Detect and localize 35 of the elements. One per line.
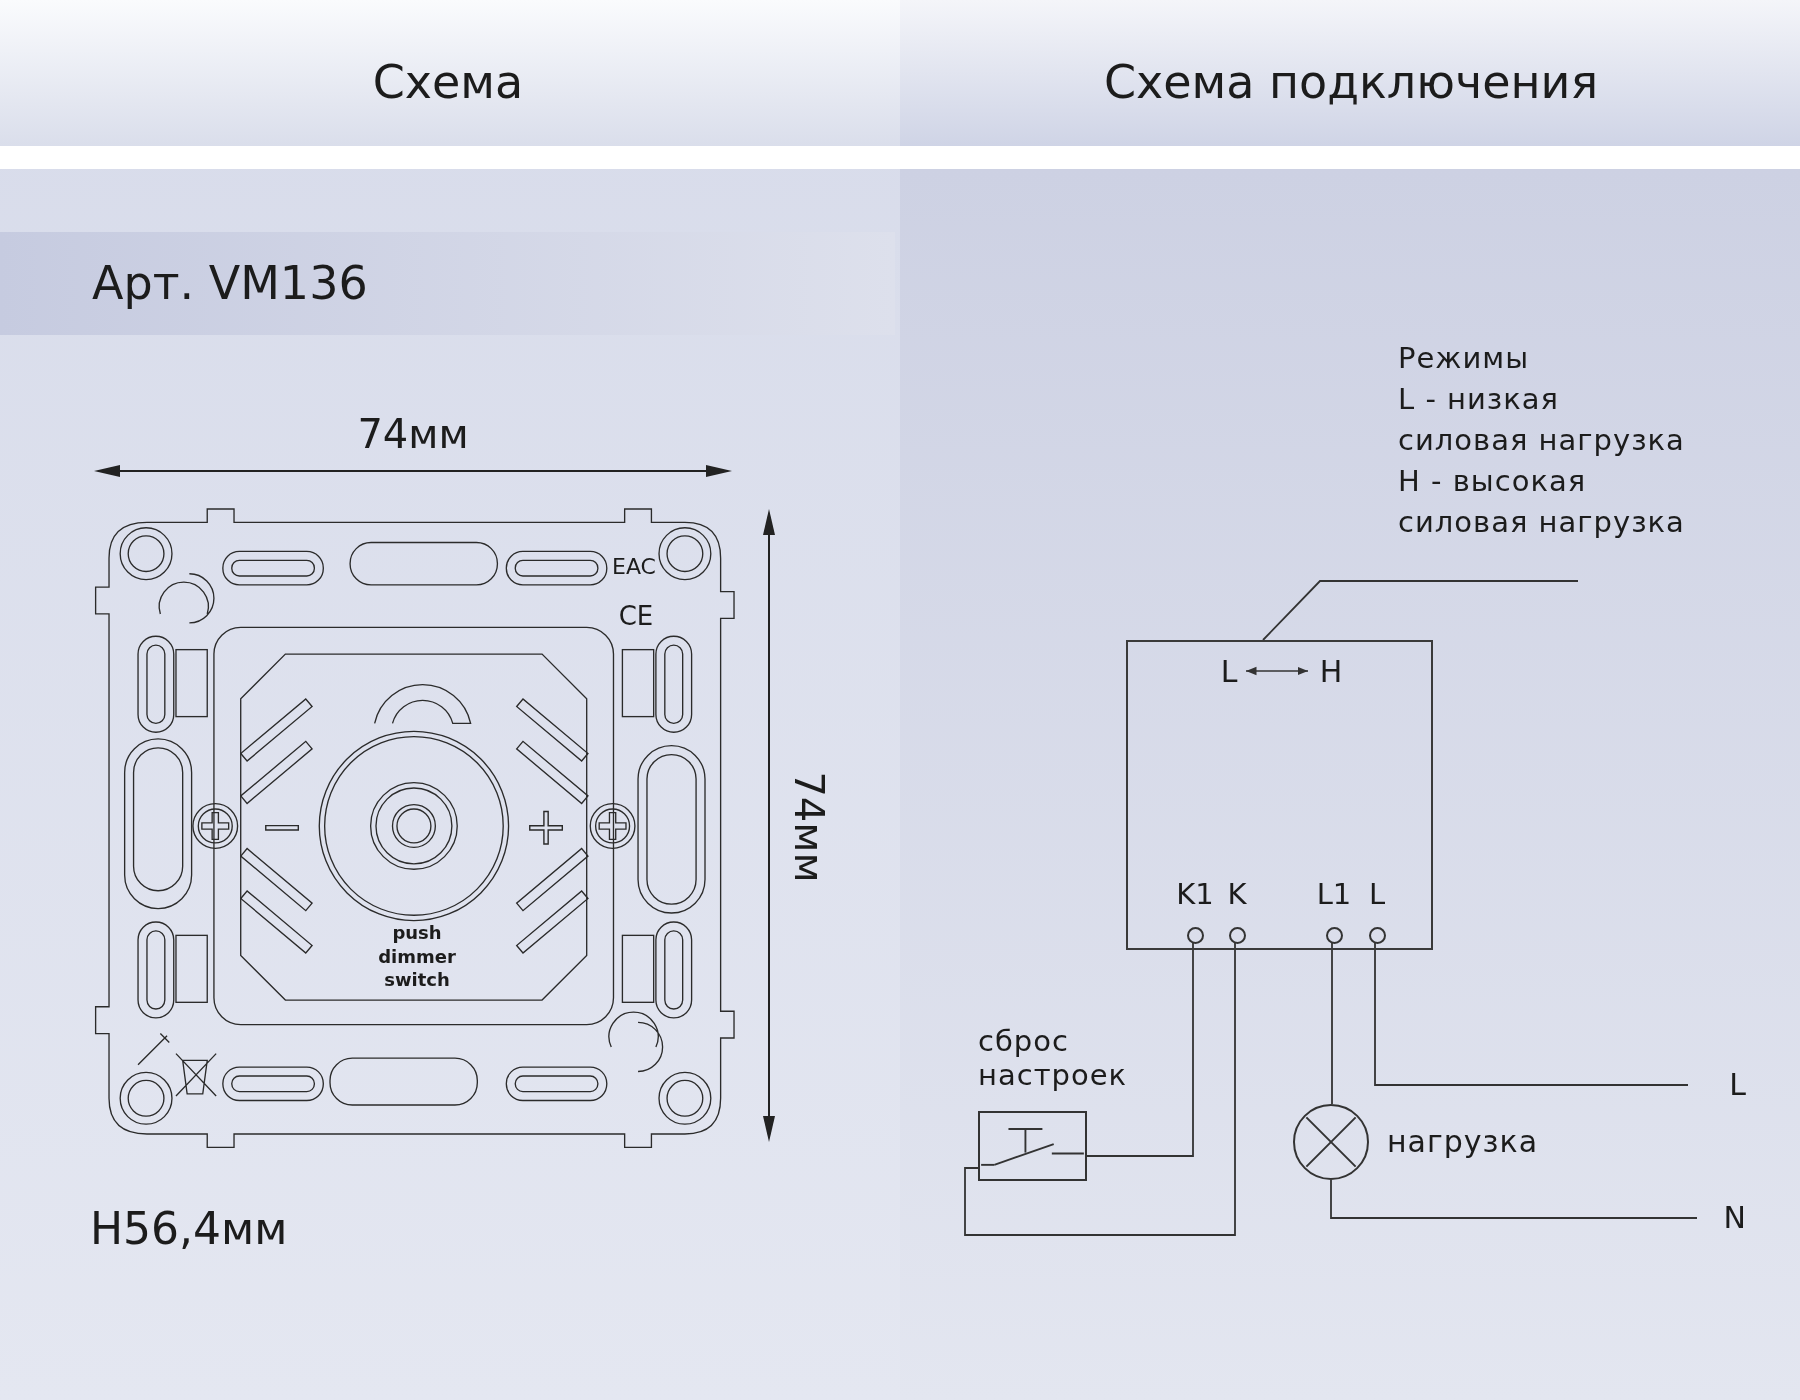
panel-heading: Схема [372, 59, 524, 105]
dimension-text: 74мм [789, 771, 829, 883]
wire [1374, 941, 1689, 1086]
dimmer-module-box [1126, 640, 1433, 950]
wire [1086, 941, 1194, 1157]
mode-description: L - низкая силовая нагрузка [1398, 381, 1686, 459]
arrow [1245, 666, 1309, 676]
note-heading: Режимы [1398, 340, 1531, 377]
line-label: N [1697, 1201, 1746, 1235]
wire [1330, 1179, 1698, 1219]
terminal-label: K [1227, 880, 1247, 909]
terminal-label: L [1368, 880, 1386, 909]
wire [1331, 941, 1333, 1105]
device-inscription: dimmer [378, 948, 456, 966]
height-dimension: H56,4мм [90, 1207, 288, 1251]
mode-description: H - высокая силовая нагрузка [1398, 463, 1686, 541]
certification-mark: CE [618, 603, 654, 629]
lamp-symbol [1293, 1104, 1369, 1180]
mode-label: H [1316, 657, 1346, 689]
reset-switch [978, 1111, 1087, 1181]
dimension-text: 74мм [357, 414, 469, 454]
plus-sign: + [524, 800, 568, 852]
minus-sign: − [260, 800, 304, 852]
device-inscription: push [392, 924, 442, 942]
line-label: L [1688, 1068, 1746, 1102]
switch-label: сброс настроек [978, 1024, 1129, 1092]
load-label: нагрузка [1387, 1127, 1538, 1157]
terminal-label: L1 [1316, 880, 1352, 909]
terminal-label: K1 [1176, 880, 1214, 909]
device-inscription: switch [384, 971, 450, 989]
wire [964, 941, 1236, 1236]
mode-label: L [1216, 657, 1242, 689]
panel-heading: Схема подключения [1103, 59, 1599, 105]
leader-line [1262, 580, 1579, 641]
certification-mark: EAC [612, 556, 656, 578]
